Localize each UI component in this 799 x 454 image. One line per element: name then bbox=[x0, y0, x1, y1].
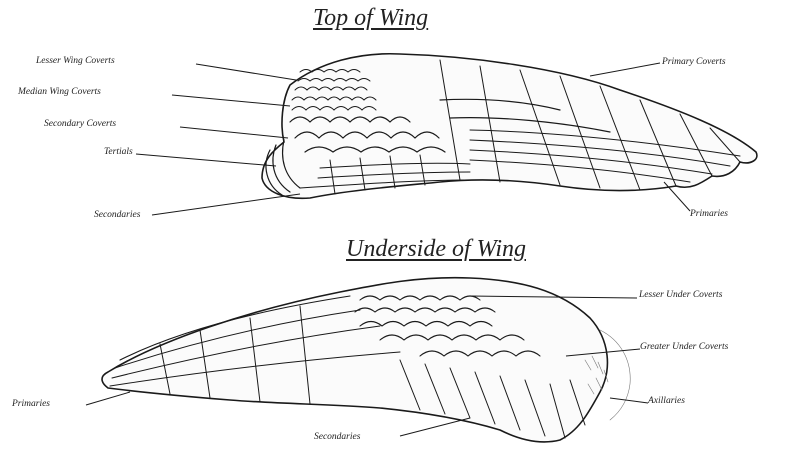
label-median-wing-coverts: Median Wing Coverts bbox=[18, 87, 101, 97]
label-primaries-under: Primaries bbox=[12, 399, 50, 409]
label-tertials: Tertials bbox=[104, 147, 133, 157]
label-primaries-top: Primaries bbox=[690, 209, 728, 219]
label-axillaries: Axillaries bbox=[648, 396, 685, 406]
leader-tertials bbox=[136, 154, 276, 166]
label-secondary-coverts: Secondary Coverts bbox=[44, 119, 116, 129]
leader-axillaries bbox=[610, 398, 648, 403]
leader-secondaries-top bbox=[152, 194, 300, 215]
leader-secondaries-under bbox=[400, 418, 470, 436]
leader-primary-coverts bbox=[590, 63, 660, 76]
underside-wing-illustration bbox=[102, 278, 630, 442]
label-greater-under-coverts: Greater Under Coverts bbox=[640, 342, 728, 352]
leader-primaries-under bbox=[86, 392, 130, 405]
underside-wing-outline bbox=[102, 278, 607, 442]
label-lesser-wing-coverts: Lesser Wing Coverts bbox=[36, 56, 115, 66]
leader-secondary-coverts bbox=[180, 127, 288, 138]
label-secondaries-under: Secondaries bbox=[314, 432, 360, 442]
leader-median-wing-coverts bbox=[172, 95, 290, 106]
label-secondaries-top: Secondaries bbox=[94, 210, 140, 220]
label-primary-coverts: Primary Coverts bbox=[662, 57, 726, 67]
top-wing-illustration bbox=[262, 54, 757, 199]
label-lesser-under-coverts: Lesser Under Coverts bbox=[639, 290, 722, 300]
leader-lesser-wing-coverts bbox=[196, 64, 296, 80]
